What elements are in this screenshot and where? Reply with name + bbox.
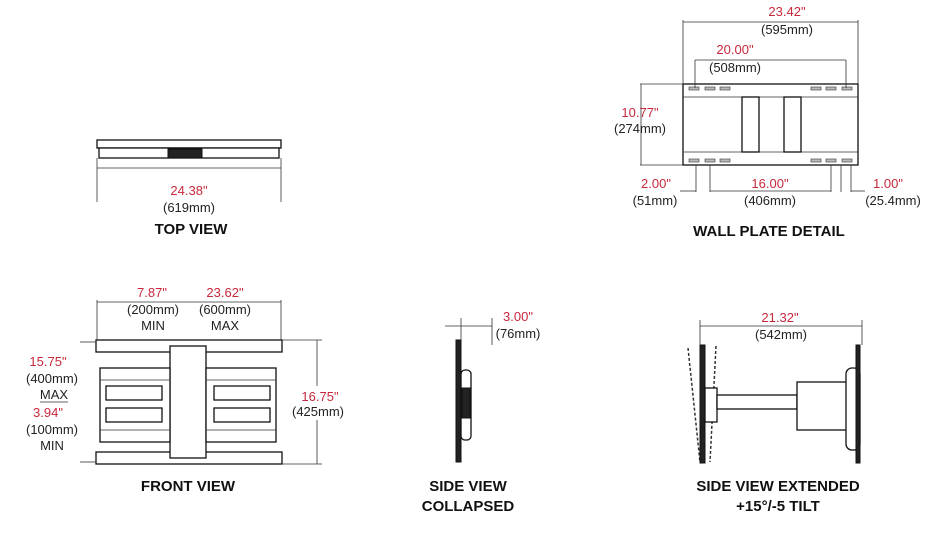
sc-depth-mm: (76mm) (496, 326, 541, 341)
wp-left-in: 2.00" (641, 176, 671, 191)
wp-right-in: 1.00" (873, 176, 903, 191)
wall-plate (682, 83, 859, 166)
fv-min-h-mm: (100mm) (26, 422, 78, 437)
top-width-mm: (619mm) (163, 200, 215, 215)
fv-max-w-mm: (600mm) (199, 302, 251, 317)
wp-height-in: 10.77" (621, 105, 659, 120)
sc-label-2: COLLAPSED (422, 498, 515, 515)
fv-height-in: 16.75" (301, 389, 339, 404)
fv-min-h-in: 3.94" (33, 405, 63, 420)
wp-left-mm: (51mm) (633, 193, 678, 208)
fv-max-h-in: 15.75" (29, 354, 67, 369)
fv-min-w-mm: (200mm) (127, 302, 179, 317)
wp-holespan-mm: (508mm) (709, 60, 761, 75)
fv-max-h-note: MAX (40, 387, 69, 402)
se-depth-in: 21.32" (761, 310, 799, 325)
sc-label-1: SIDE VIEW (429, 478, 507, 495)
top-view: 24.38" (619mm) TOP VIEW (96, 139, 282, 238)
wp-stud-mm: (406mm) (744, 193, 796, 208)
se-label-1: SIDE VIEW EXTENDED (696, 478, 860, 495)
wp-height-mm: (274mm) (614, 121, 666, 136)
top-view-label: TOP VIEW (155, 221, 229, 238)
top-width-in: 24.38" (170, 183, 208, 198)
fv-min-h-note: MIN (40, 438, 64, 453)
top-bar (96, 139, 282, 149)
fv-min-w-in: 7.87" (137, 285, 167, 300)
fv-max-w-in: 23.62" (206, 285, 244, 300)
wp-right-mm: (25.4mm) (865, 193, 921, 208)
fv-height-mm: (425mm) (292, 404, 344, 419)
side-view-collapsed: 3.00" (76mm) SIDE VIEW COLLAPSED (422, 309, 541, 515)
wall-plate-detail: 23.42" (595mm) 20.00" (508mm) 10.77" (27… (614, 4, 921, 240)
wp-holespan-in: 20.00" (716, 42, 754, 57)
se-label-2: +15°/-5 TILT (736, 498, 820, 515)
se-depth-mm: (542mm) (755, 327, 807, 342)
front-view: 7.87" (200mm) MIN 23.62" (600mm) MAX 16.… (26, 285, 344, 495)
sc-depth-in: 3.00" (503, 309, 533, 324)
top-bracket (167, 148, 203, 159)
wp-overall-mm: (595mm) (761, 22, 813, 37)
side-view-extended: 21.32" (542mm) SIDE VIEW EXTENDED +15°/-… (687, 310, 863, 515)
fv-max-h-mm: (400mm) (26, 371, 78, 386)
fv-min-w-note: MIN (141, 318, 165, 333)
wp-stud-in: 16.00" (751, 176, 789, 191)
wp-overall-in: 23.42" (768, 4, 806, 19)
front-view-label: FRONT VIEW (141, 478, 236, 495)
wall-plate-label: WALL PLATE DETAIL (693, 223, 845, 240)
fv-max-w-note: MAX (211, 318, 240, 333)
